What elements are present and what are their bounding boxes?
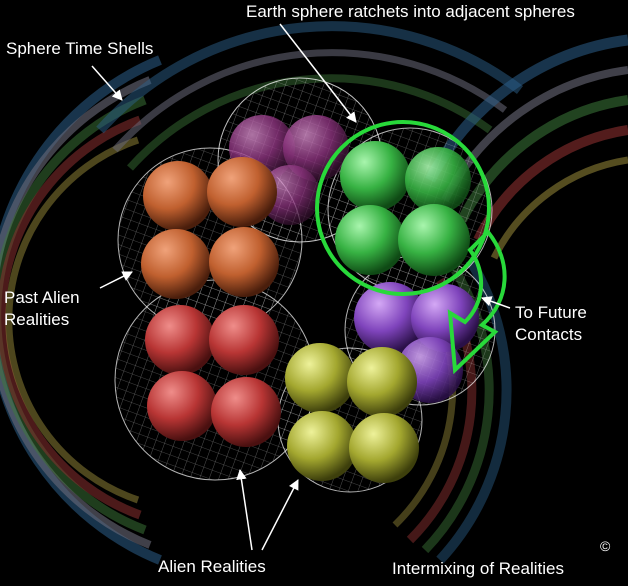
future-arrow-icon [447,229,507,375]
earth-highlight-ring [315,120,491,296]
label-future-line1: To Future [515,303,587,322]
label-past-alien-line2: Realities [4,310,70,329]
callout-arrows [91,23,511,551]
label-past-alien-line1: Past Alien [4,288,80,307]
green-sphere-cluster [335,141,471,276]
label-future-line2: Contacts [515,325,583,344]
copyright-mark: © [600,538,611,554]
purple-sphere-cluster [354,282,479,403]
label-sphere-time-shells: Sphere Time Shells [6,39,154,58]
label-earth-ratchets: Earth sphere ratchets into adjacent sphe… [246,2,575,21]
orange-sphere-cluster [141,157,279,299]
olive-sphere-cluster [285,343,419,483]
magenta-sphere-cluster [229,115,349,225]
time-shells-left [0,55,162,565]
red-sphere-cluster [145,305,281,447]
label-intermixing: Intermixing of Realities [392,559,564,578]
label-alien-realities: Alien Realities [158,557,266,576]
